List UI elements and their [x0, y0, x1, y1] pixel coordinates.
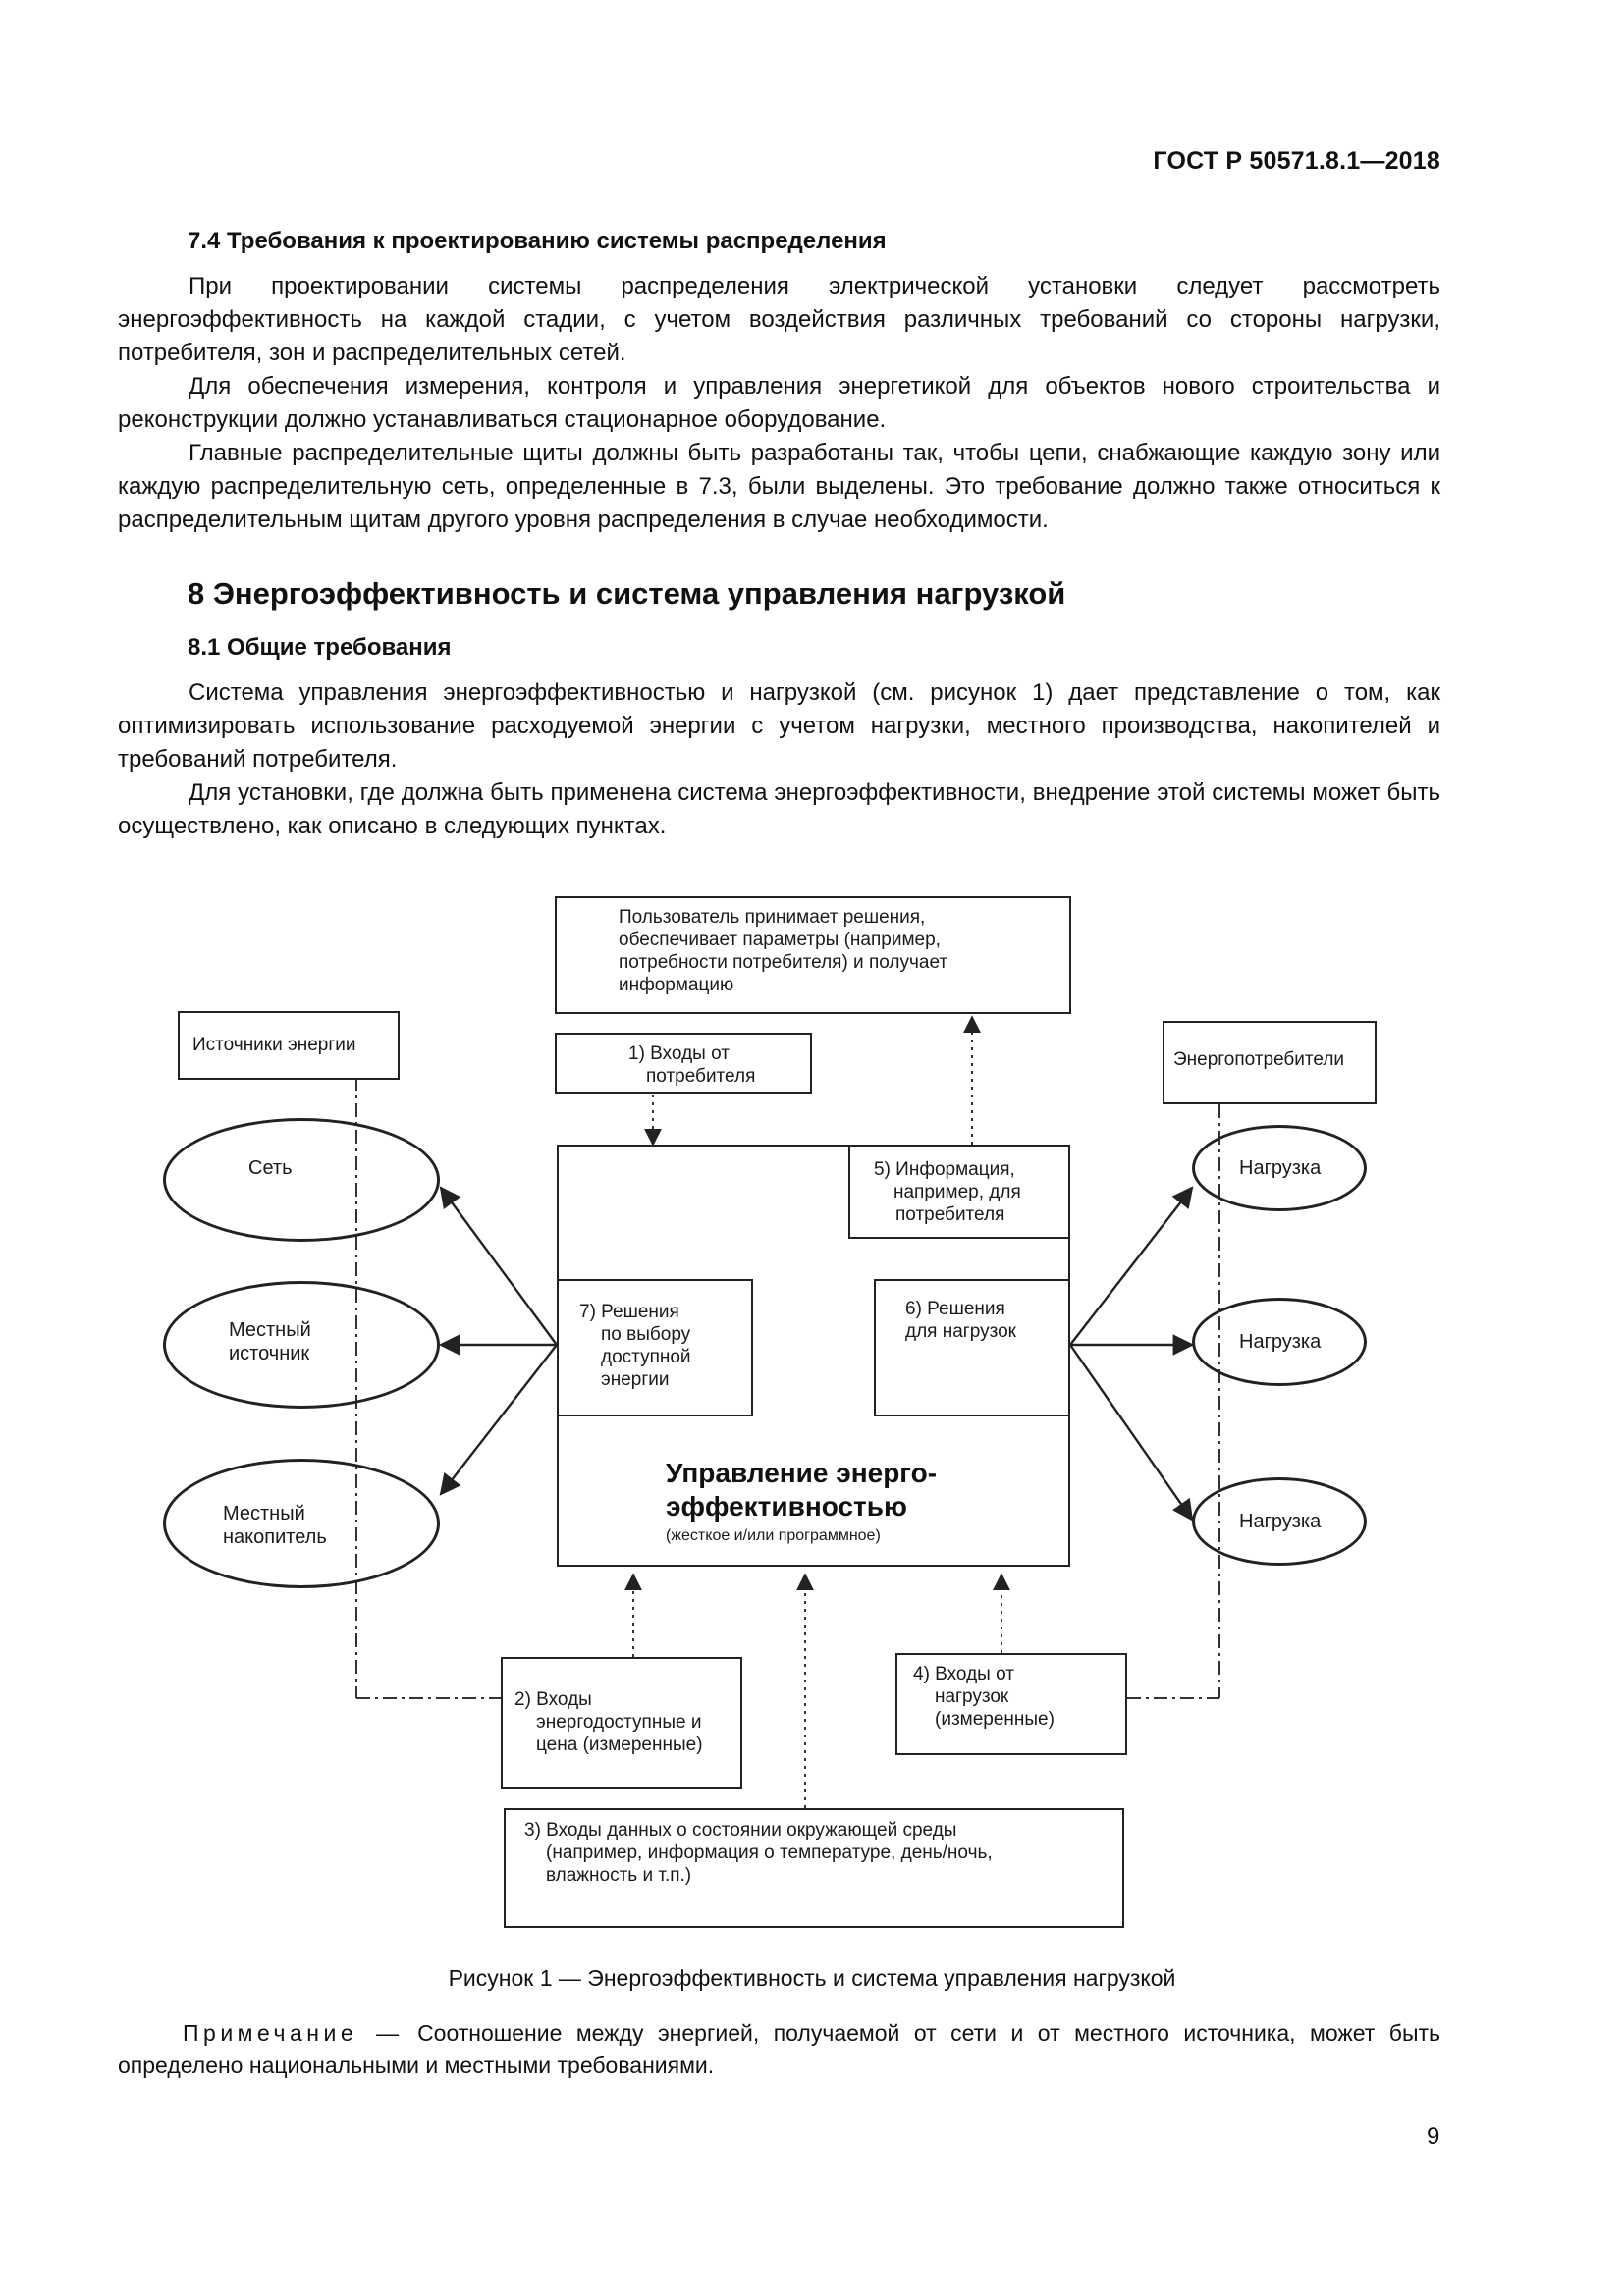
- text-line: 5) Информация,: [874, 1159, 1015, 1180]
- figure-caption: Рисунок 1 — Энергоэффективность и систем…: [448, 1965, 1176, 1991]
- text-line: 4) Входы от: [913, 1664, 1014, 1684]
- text-line: Пользователь принимает решения,: [619, 907, 926, 928]
- section-7-4-title: 7.4 Требования к проектированию системы …: [188, 228, 887, 254]
- network-label: Сеть: [248, 1157, 293, 1179]
- input-2-box: [501, 1657, 742, 1789]
- text-line: 3) Входы данных о состоянии окружающей с…: [524, 1820, 957, 1841]
- input-1-text: 1) Входы от потребителя: [628, 1042, 755, 1088]
- text-line: потребности потребителя) и получает: [619, 952, 948, 973]
- standard-number: ГОСТ Р 50571.8.1—2018: [1153, 147, 1440, 175]
- load-3-label: Нагрузка: [1239, 1511, 1322, 1532]
- text-line: Местный: [229, 1319, 311, 1341]
- text-line: влажность и т.п.): [546, 1865, 692, 1886]
- input-3-box: [504, 1808, 1124, 1928]
- paragraph: При проектировании системы распределения…: [118, 270, 1440, 370]
- energy-sources-box: [178, 1011, 400, 1080]
- text-line: по выбору: [601, 1324, 691, 1345]
- text-line: 1) Входы от: [628, 1043, 730, 1064]
- load-1-ellipse: [1192, 1125, 1367, 1211]
- text-line: потребителя: [646, 1066, 756, 1087]
- energy-consumers-box: [1163, 1021, 1377, 1104]
- decision-6-box: [874, 1279, 1070, 1416]
- input-1-box: [555, 1033, 812, 1094]
- load-2-ellipse: [1192, 1298, 1367, 1386]
- user-decision-text: Пользователь принимает решения, обеспечи…: [619, 906, 947, 996]
- decision-7-text: 7) Решения по выбору доступной энергии: [579, 1301, 691, 1391]
- paragraph: Для обеспечения измерения, контроля и уп…: [118, 370, 1440, 437]
- local-source-label: Местный источник: [229, 1318, 311, 1365]
- note: Примечание — Соотношение между энергией,…: [118, 2017, 1440, 2082]
- arrow-to-network: [439, 1186, 558, 1346]
- energy-consumers-label: Энергопотребители: [1173, 1049, 1345, 1070]
- energy-sources-label: Источники энергии: [192, 1035, 356, 1055]
- paragraph-text: Для обеспечения измерения, контроля и уп…: [118, 373, 1440, 433]
- info-5-text: 5) Информация, например, для потребителя: [874, 1158, 1021, 1226]
- paragraph: Для установки, где должна быть применена…: [118, 776, 1440, 843]
- text-line: 7) Решения: [579, 1302, 679, 1322]
- text-line: (например, информация о температуре, ден…: [546, 1842, 993, 1863]
- text-line: энергодоступные и: [536, 1712, 702, 1733]
- local-storage-label: Местный накопитель: [223, 1502, 327, 1549]
- text-line: для нагрузок: [905, 1321, 1016, 1342]
- arrow-to-load-3: [1069, 1344, 1194, 1522]
- text-line: 2) Входы: [514, 1689, 592, 1710]
- text-line: например, для: [893, 1182, 1021, 1202]
- text-line: нагрузок: [935, 1686, 1009, 1707]
- load-1-label: Нагрузка: [1239, 1157, 1322, 1179]
- paragraph-text: Система управления энергоэффективностью …: [118, 679, 1440, 773]
- text-line: доступной: [601, 1347, 691, 1367]
- arrow-to-local-storage: [439, 1344, 558, 1496]
- input-4-text: 4) Входы от нагрузок (измеренные): [913, 1663, 1055, 1731]
- paragraph-text: Для установки, где должна быть применена…: [118, 779, 1440, 839]
- text-line: потребителя: [895, 1204, 1005, 1225]
- load-2-label: Нагрузка: [1239, 1331, 1322, 1353]
- arrow-to-load-1: [1069, 1186, 1194, 1346]
- paragraph: Главные распределительные щиты должны бы…: [118, 437, 1440, 537]
- note-label: Примечание —: [183, 2020, 404, 2046]
- section-8-title: 8 Энергоэффективность и система управлен…: [188, 576, 1066, 611]
- page-number: 9: [1427, 2123, 1440, 2150]
- energy-management-title: Управление энерго- эффективностью: [666, 1457, 937, 1523]
- text-line: (измеренные): [935, 1709, 1055, 1730]
- network-ellipse: [163, 1118, 440, 1242]
- note-text: Соотношение между энергией, получаемой о…: [118, 2020, 1440, 2078]
- text-line: 6) Решения: [905, 1299, 1005, 1319]
- text-line: обеспечивает параметры (например,: [619, 930, 941, 950]
- energy-management-subtitle: (жесткое и/или программное): [666, 1527, 881, 1544]
- text-line: Местный: [223, 1503, 305, 1524]
- user-decision-box: [555, 896, 1071, 1014]
- title-line: эффективностью: [666, 1491, 907, 1522]
- text-line: цена (измеренные): [536, 1735, 703, 1755]
- text-line: информацию: [619, 975, 734, 995]
- diagram-connectors: [355, 1015, 1220, 1808]
- local-storage-ellipse: [163, 1459, 440, 1588]
- decision-6-text: 6) Решения для нагрузок: [905, 1298, 1016, 1343]
- input-3-text: 3) Входы данных о состоянии окружающей с…: [524, 1819, 993, 1887]
- load-3-ellipse: [1192, 1477, 1367, 1566]
- paragraph: Система управления энергоэффективностью …: [118, 676, 1440, 776]
- paragraph-text: При проектировании системы распределения…: [118, 273, 1440, 366]
- input-4-box: [895, 1653, 1127, 1755]
- input-2-text: 2) Входы энергодоступные и цена (измерен…: [514, 1688, 703, 1756]
- text-line: источник: [229, 1343, 310, 1364]
- local-source-ellipse: [163, 1281, 440, 1409]
- text-line: накопитель: [223, 1526, 327, 1548]
- text-line: энергии: [601, 1369, 670, 1390]
- info-5-box: [848, 1145, 1070, 1239]
- title-line: Управление энерго-: [666, 1458, 938, 1488]
- section-8-1-title: 8.1 Общие требования: [188, 634, 452, 661]
- decision-7-box: [557, 1279, 753, 1416]
- paragraph-text: Главные распределительные щиты должны бы…: [118, 440, 1440, 533]
